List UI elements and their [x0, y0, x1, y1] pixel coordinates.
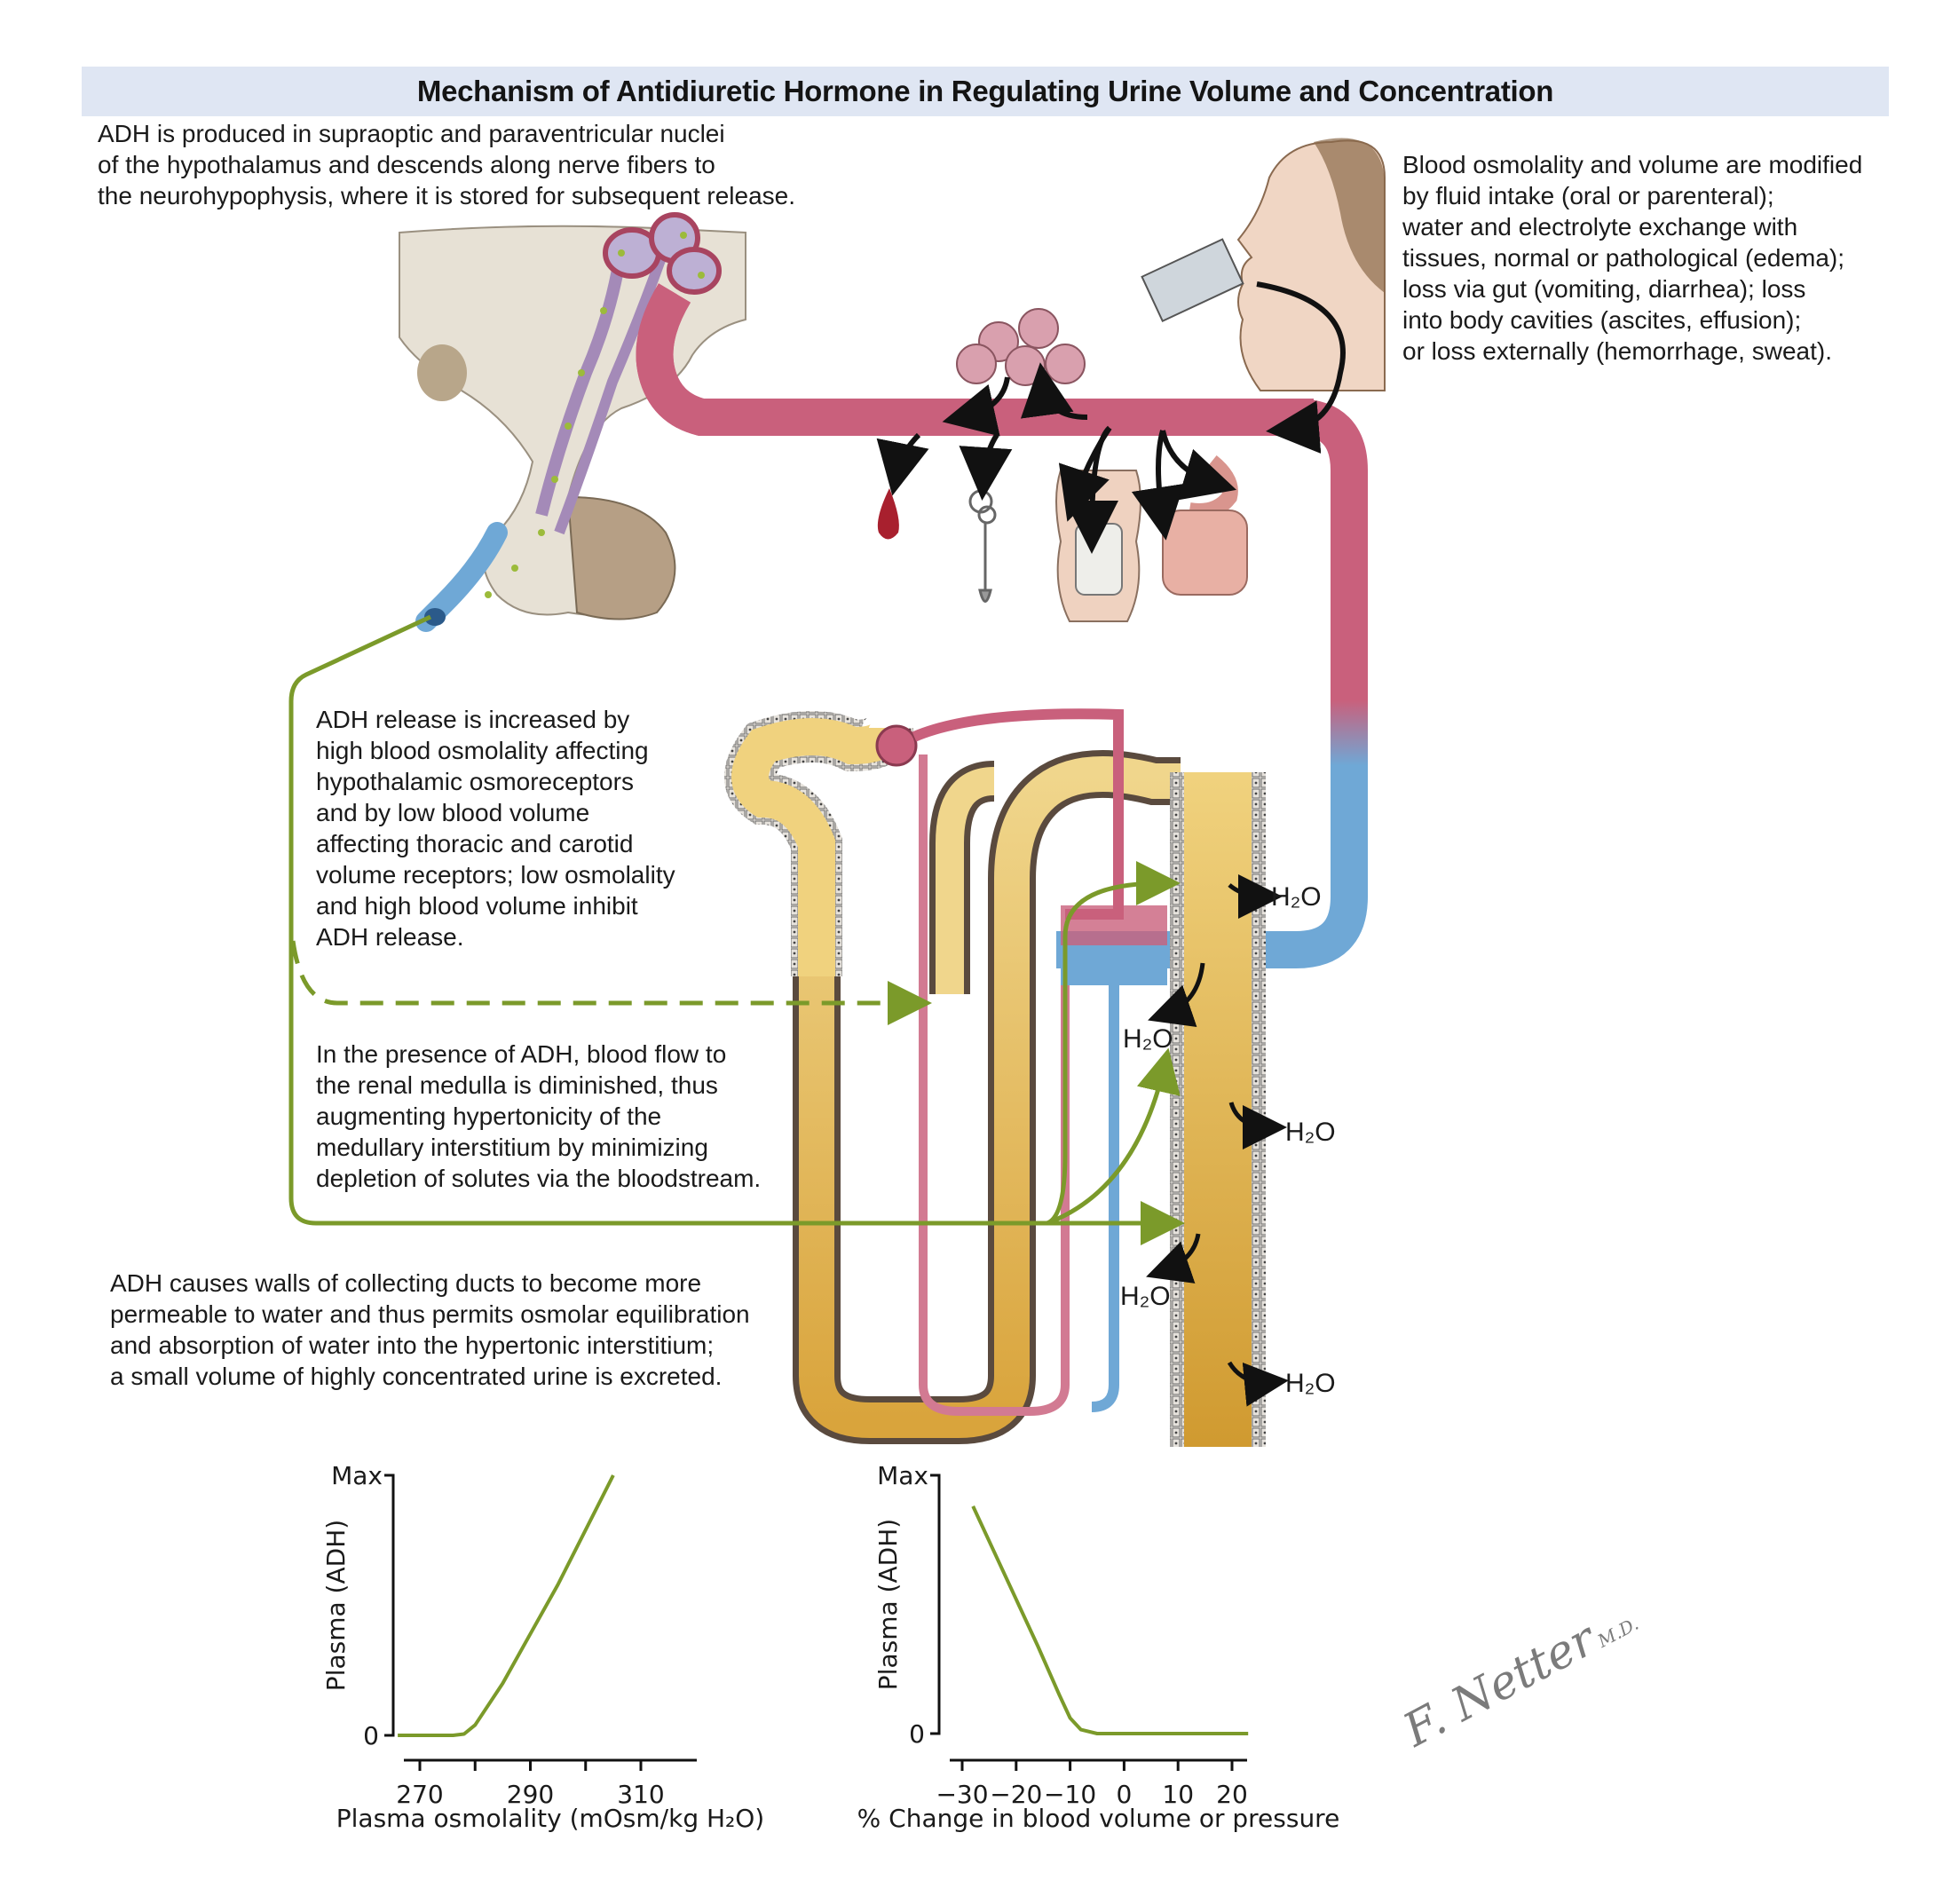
- h2o-label-1: H₂O: [1271, 882, 1322, 912]
- collecting-duct: [1184, 772, 1252, 1447]
- nephron-illustration: [724, 708, 1266, 1447]
- series-line: [971, 1505, 1249, 1735]
- series-line: [398, 1474, 615, 1737]
- collecting-ducts-text: ADH causes walls of collecting ducts to …: [110, 1269, 750, 1390]
- x-tick-label: −20: [990, 1780, 1042, 1809]
- h2o-label-4: H₂O: [1120, 1282, 1171, 1311]
- y-axis: [384, 1473, 395, 1737]
- page-title: Mechanism of Antidiuretic Hormone in Reg…: [416, 75, 1554, 107]
- y-tick-label-0: 0: [909, 1719, 925, 1749]
- x-axis-label: % Change in blood volume or pressure: [857, 1804, 1340, 1833]
- x-tick-label: 290: [507, 1780, 554, 1809]
- artery-segment: [636, 283, 1314, 436]
- blood-osmolality-text: Blood osmolality and volume are modified…: [1402, 151, 1863, 365]
- x-tick-label: −10: [1044, 1780, 1096, 1809]
- y-tick-label-max: Max: [331, 1461, 383, 1490]
- blood-flow-text: In the presence of ADH, blood flow to th…: [316, 1040, 762, 1192]
- adh-production-text: ADH is produced in supraoptic and parave…: [98, 120, 796, 209]
- y-axis-label: Plasma (ADH): [873, 1519, 903, 1690]
- water-absorption-arrows: [1146, 873, 1289, 1407]
- y-axis-label: Plasma (ADH): [321, 1520, 351, 1691]
- x-tick-label: 310: [617, 1780, 664, 1809]
- tissue-cells-illustration: [956, 308, 1086, 386]
- x-tick-label: 10: [1162, 1780, 1194, 1809]
- person-drinking-illustration: [1141, 138, 1386, 391]
- adh-release-text: ADH release is increased by high blood o…: [316, 706, 675, 951]
- x-tick-label: −30: [936, 1780, 988, 1809]
- h2o-label-5: H₂O: [1285, 1369, 1336, 1398]
- x-tick-label: 270: [396, 1780, 443, 1809]
- fluid-exchange-arrows: [876, 281, 1346, 554]
- title-banner: Mechanism of Antidiuretic Hormone in Reg…: [82, 67, 1889, 116]
- x-tick-label: 20: [1216, 1780, 1248, 1809]
- sweat-gland-icon: [968, 489, 997, 603]
- y-axis: [930, 1473, 941, 1735]
- body-cavities-icon: [1055, 470, 1141, 622]
- y-tick-label-0: 0: [363, 1721, 379, 1750]
- y-tick-label-max: Max: [877, 1461, 928, 1490]
- h2o-label-2: H₂O: [1123, 1024, 1173, 1054]
- x-tick-label: 0: [1116, 1780, 1132, 1809]
- x-axis-label: Plasma osmolality (mOsm/kg H₂O): [336, 1804, 764, 1833]
- blood-volume-chart: 0 Max −30−20−10 0 10 20% Change in blood volu…: [857, 1461, 1340, 1833]
- adh-pathway-arrows: [288, 614, 1185, 1245]
- h2o-label-3: H₂O: [1285, 1118, 1336, 1147]
- blood-drop-icon: [877, 488, 899, 540]
